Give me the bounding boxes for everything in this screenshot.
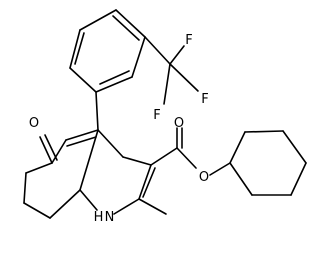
bond — [163, 63, 171, 105]
bond — [65, 129, 99, 141]
bond — [44, 134, 58, 161]
bond — [244, 130, 284, 133]
trifluoromethyl-group — [144, 36, 199, 105]
bond — [69, 29, 81, 69]
bond — [113, 198, 140, 215]
cyclohexenone-ring — [23, 129, 99, 219]
oxygen-carbonyl-label: O — [174, 116, 184, 131]
oxygen-ketone-label: O — [29, 116, 39, 131]
bond — [66, 136, 97, 147]
bond — [229, 162, 253, 196]
bond — [79, 9, 117, 31]
bond — [51, 139, 67, 164]
bond — [142, 167, 156, 198]
bond — [131, 36, 146, 78]
bond — [176, 147, 197, 169]
fluorine-top-label: F — [185, 33, 192, 48]
bond — [99, 70, 130, 85]
bond — [144, 36, 171, 65]
bond — [39, 136, 53, 164]
dihydropyridine-ring — [79, 129, 156, 215]
fluorine-bottom-label: F — [153, 108, 160, 123]
bond — [282, 130, 307, 164]
bond — [209, 162, 231, 176]
cyclohexyl-ring — [229, 130, 307, 196]
bond — [290, 162, 307, 196]
bond — [229, 131, 246, 164]
bond — [150, 147, 178, 166]
bond — [69, 67, 97, 93]
bond — [122, 156, 152, 166]
bond — [23, 172, 27, 204]
oxygen-ester-label: O — [199, 170, 209, 185]
bond — [169, 45, 185, 65]
fluorine-right-label: F — [201, 92, 208, 107]
bond — [23, 202, 51, 219]
methyl-bond — [138, 198, 167, 215]
bond — [95, 91, 99, 131]
nitrogen-amine-label: H N — [94, 210, 115, 225]
bond — [49, 189, 81, 219]
bond — [112, 15, 140, 41]
bond — [25, 162, 53, 174]
bond — [115, 9, 146, 38]
bond — [74, 32, 85, 65]
bond — [95, 76, 133, 93]
bond — [97, 129, 124, 158]
phenyl-ring — [69, 9, 146, 131]
bond — [169, 63, 199, 92]
bond — [79, 129, 99, 191]
bond — [138, 164, 152, 200]
bond — [79, 189, 98, 211]
ester-group — [150, 127, 231, 176]
